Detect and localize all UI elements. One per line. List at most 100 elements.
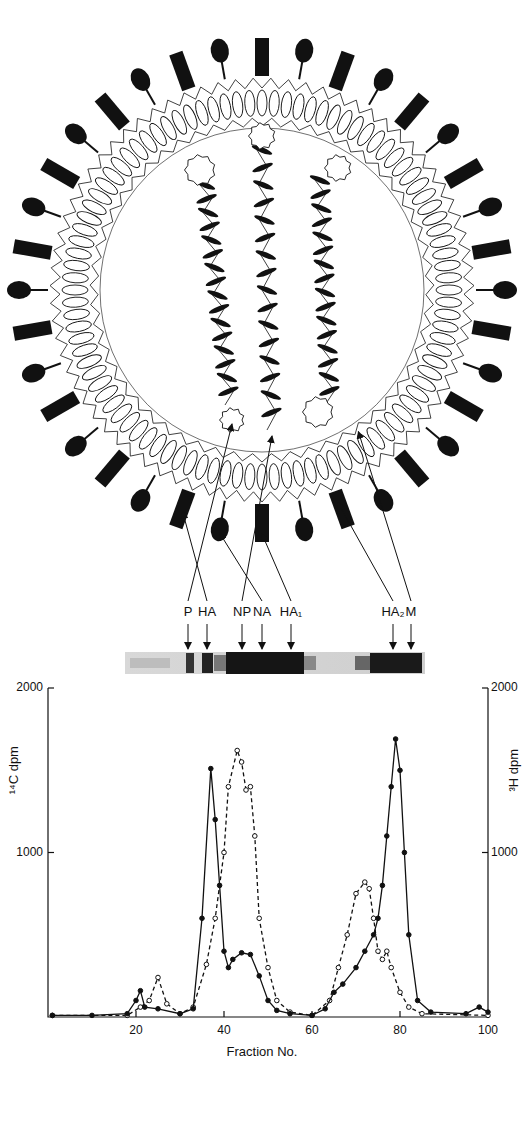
data-point — [257, 916, 262, 921]
data-point — [385, 949, 390, 954]
gel-background — [125, 652, 425, 674]
data-point — [393, 737, 398, 742]
data-point — [402, 850, 407, 855]
lipid-head — [63, 308, 90, 321]
na-head — [19, 194, 48, 219]
rnp-subunit — [260, 388, 282, 401]
rnp-subunit — [200, 233, 222, 246]
protein-label: NA — [253, 605, 271, 619]
na-head — [19, 361, 48, 386]
data-point — [363, 880, 368, 885]
y-tick — [482, 687, 488, 688]
leader-line — [262, 534, 291, 601]
ha-spike — [169, 51, 195, 91]
lipid-head — [268, 90, 280, 117]
rnp-subunit — [203, 261, 225, 274]
axis-value: 2000 — [16, 681, 43, 694]
data-point — [50, 1013, 55, 1018]
data-point — [288, 1011, 293, 1016]
data-point — [389, 965, 394, 970]
gel-pointer — [291, 624, 292, 649]
data-point — [253, 834, 258, 839]
gel-band — [355, 656, 370, 670]
data-point — [156, 1007, 161, 1012]
data-point — [90, 1013, 95, 1018]
na-head — [61, 432, 91, 461]
ha-spike — [472, 320, 512, 340]
gel-pointer — [262, 624, 263, 649]
rnp-subunit — [205, 275, 227, 288]
lipid-head — [62, 285, 88, 295]
data-point — [226, 784, 231, 789]
lipid-head — [432, 246, 459, 261]
leader-lines — [183, 424, 411, 649]
data-point — [226, 965, 231, 970]
lipid-head — [432, 319, 459, 334]
rnp-loop — [185, 155, 215, 186]
gel-band — [214, 655, 226, 671]
ha-spike-body — [40, 391, 80, 422]
rnp-subunit — [251, 161, 273, 174]
data-point — [248, 952, 253, 957]
axis-value: 2000 — [491, 681, 518, 694]
data-point — [332, 990, 337, 995]
lipid-head — [280, 462, 293, 489]
na-spike — [7, 281, 48, 299]
data-point — [50, 1013, 55, 1018]
data-point — [389, 784, 394, 789]
rnp-subunit — [260, 406, 282, 419]
rnp-subunit — [197, 206, 219, 219]
chart-curves — [50, 737, 490, 1018]
lipid-head — [244, 463, 256, 490]
ha-spike — [13, 239, 53, 259]
na-head — [209, 37, 231, 64]
rnp-subunit — [211, 330, 233, 343]
data-point — [464, 1011, 469, 1016]
protein-label: HA — [198, 605, 216, 619]
lipid-head — [65, 246, 92, 261]
lipid-head — [65, 319, 92, 334]
rnp-subunit — [311, 230, 333, 243]
data-point — [178, 1011, 183, 1016]
lipid-head — [434, 259, 461, 272]
data-point — [376, 949, 381, 954]
axis-title: ³H dpm — [507, 749, 521, 792]
data-point — [310, 1013, 315, 1018]
rnp-subunit — [309, 188, 331, 201]
rnp-subunit — [256, 301, 278, 314]
axis-value: 60 — [305, 1024, 318, 1037]
rnp-subunit — [255, 266, 277, 279]
lipid-head — [291, 93, 306, 120]
data-point — [371, 933, 376, 938]
data-point — [147, 998, 152, 1003]
lipid-head — [434, 308, 461, 321]
lipid-head — [231, 91, 244, 118]
ha-spike-body — [169, 51, 195, 91]
ha-spike-body — [472, 320, 512, 340]
rnp-subunit — [257, 318, 279, 331]
data-point — [398, 990, 403, 995]
rnp-subunit — [208, 302, 230, 315]
rnp-subunit — [213, 343, 235, 356]
data-point — [380, 883, 385, 888]
rnp-subunit — [256, 283, 278, 296]
ha-spike-body — [95, 449, 130, 487]
rnp-subunit — [316, 328, 338, 341]
ha-spike — [472, 239, 512, 259]
rnp-subunit — [318, 370, 340, 383]
na-head — [293, 37, 315, 64]
y-tick — [48, 687, 54, 688]
y-tick — [482, 852, 488, 853]
lipid-head — [63, 259, 90, 272]
na-spike — [61, 421, 104, 461]
ha-spike — [255, 504, 269, 542]
data-point — [380, 957, 385, 962]
data-point — [165, 1002, 170, 1007]
leader-line — [220, 533, 262, 601]
gel-band — [304, 656, 316, 670]
lipid-head — [68, 330, 96, 346]
protein-label: HA₂ — [381, 605, 404, 619]
na-spike — [361, 471, 397, 516]
ha-spike-body — [329, 51, 355, 91]
